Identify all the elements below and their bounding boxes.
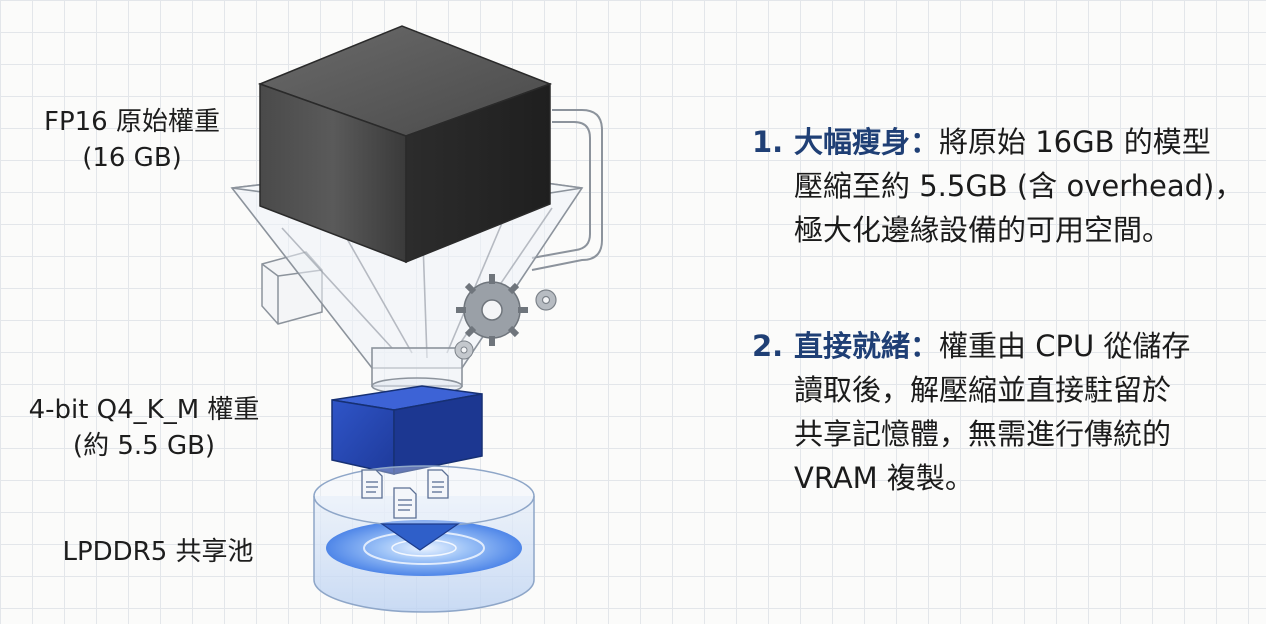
q4-weights-block <box>332 386 482 474</box>
fp16-label-line1: FP16 原始權重 <box>22 104 242 140</box>
document-icon <box>362 470 382 498</box>
point-2-line1-rest: 權重由 CPU 從儲存 <box>939 329 1190 363</box>
document-icon <box>394 488 416 518</box>
point-1: 1. 大幅瘦身：將原始 16GB 的模型 壓縮至約 5.5GB (含 overh… <box>752 120 1252 252</box>
point-1-line1-rest: 將原始 16GB 的模型 <box>939 125 1211 159</box>
fp16-weights-label: FP16 原始權重 (16 GB) <box>22 104 242 176</box>
point-1-heading: 大幅瘦身： <box>794 125 939 159</box>
point-2-number: 2. <box>752 324 783 368</box>
point-1-line1: 大幅瘦身：將原始 16GB 的模型 <box>794 120 1252 164</box>
document-icon <box>428 470 448 498</box>
fp16-label-line2: (16 GB) <box>22 140 242 176</box>
quantization-funnel-illustration <box>222 8 622 620</box>
point-2-line3: 共享記憶體，無需進行傳統的 <box>794 412 1252 456</box>
key-points: 1. 大幅瘦身：將原始 16GB 的模型 壓縮至約 5.5GB (含 overh… <box>752 120 1252 500</box>
point-2-line2: 讀取後，解壓縮並直接駐留於 <box>794 368 1252 412</box>
point-2-line4: VRAM 複製。 <box>794 456 1252 500</box>
point-1-number: 1. <box>752 120 783 164</box>
gear-icon <box>536 290 556 310</box>
point-1-line3: 極大化邊緣設備的可用空間。 <box>794 208 1252 252</box>
point-2-heading: 直接就緒： <box>794 329 939 363</box>
point-2-line1: 直接就緒：權重由 CPU 從儲存 <box>794 324 1252 368</box>
point-1-line2: 壓縮至約 5.5GB (含 overhead)， <box>794 164 1252 208</box>
point-2: 2. 直接就緒：權重由 CPU 從儲存 讀取後，解壓縮並直接駐留於 共享記憶體，… <box>752 324 1252 500</box>
gear-icon <box>455 341 473 359</box>
